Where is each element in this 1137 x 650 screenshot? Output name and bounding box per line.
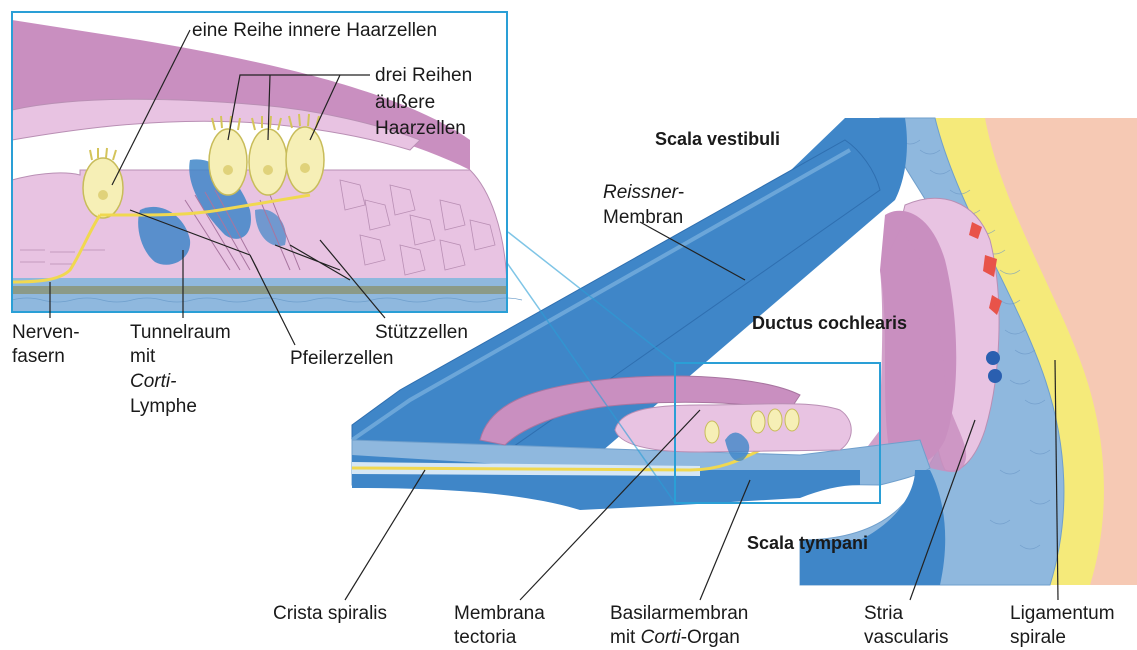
label-basilar-corti: Corti xyxy=(641,627,681,648)
label-ligamentum-1: Ligamentum xyxy=(1010,603,1115,625)
label-crista-spiralis: Crista spiralis xyxy=(273,603,387,625)
label-basilar-organ: -Organ xyxy=(681,627,740,648)
label-outer-hair-cells-2: äußere xyxy=(375,92,435,114)
organ-of-corti-inset xyxy=(12,12,522,312)
label-reissner-dash: - xyxy=(678,182,684,203)
inset-basilar-layer-1 xyxy=(12,278,507,286)
label-stria-1: Stria xyxy=(864,603,903,625)
label-nerve-fibers-1: Nerven- xyxy=(12,322,80,344)
label-outer-hair-cells-3: Haarzellen xyxy=(375,118,466,140)
label-tunnel-corti: Corti- xyxy=(130,371,176,392)
label-tunnel-4: Lymphe xyxy=(130,396,197,418)
label-inner-hair-cells: eine Reihe innere Haarzellen xyxy=(192,20,437,42)
label-scala-vestibuli: Scala vestibuli xyxy=(655,128,780,150)
leader-crista xyxy=(345,470,425,600)
label-membrana-tectoria-2: tectoria xyxy=(454,627,516,649)
label-tunnel-2: mit xyxy=(130,346,155,368)
inner-hair-cell xyxy=(83,158,123,218)
label-ductus-cochlearis: Ductus cochlearis xyxy=(752,312,907,334)
label-scala-tympani: Scala tympani xyxy=(747,532,868,554)
label-basilar-2: mit Corti-Organ xyxy=(610,627,740,649)
inset-basilar-layer-3 xyxy=(12,294,507,312)
label-pillar-cells: Pfeilerzellen xyxy=(290,348,394,370)
label-reissner-name: Reissner xyxy=(603,182,678,203)
label-basilar-mit: mit xyxy=(610,627,641,648)
label-stria-2: vascularis xyxy=(864,627,948,649)
label-reissner-1: Reissner- xyxy=(603,182,684,204)
label-outer-hair-cells-1: drei Reihen xyxy=(375,65,472,87)
label-ligamentum-2: spirale xyxy=(1010,627,1066,649)
label-reissner-2: Membran xyxy=(603,207,683,229)
outer-hair-cell-3 xyxy=(286,127,324,193)
label-tunnel-1: Tunnelraum xyxy=(130,322,231,344)
label-support-cells: Stützzellen xyxy=(375,322,468,344)
label-membrana-tectoria-1: Membrana xyxy=(454,603,545,625)
label-basilar-1: Basilarmembran xyxy=(610,603,748,625)
inset-basilar-layer-2 xyxy=(12,286,507,294)
label-tunnel-3: Corti- xyxy=(130,371,176,393)
label-nerve-fibers-2: fasern xyxy=(12,346,65,368)
